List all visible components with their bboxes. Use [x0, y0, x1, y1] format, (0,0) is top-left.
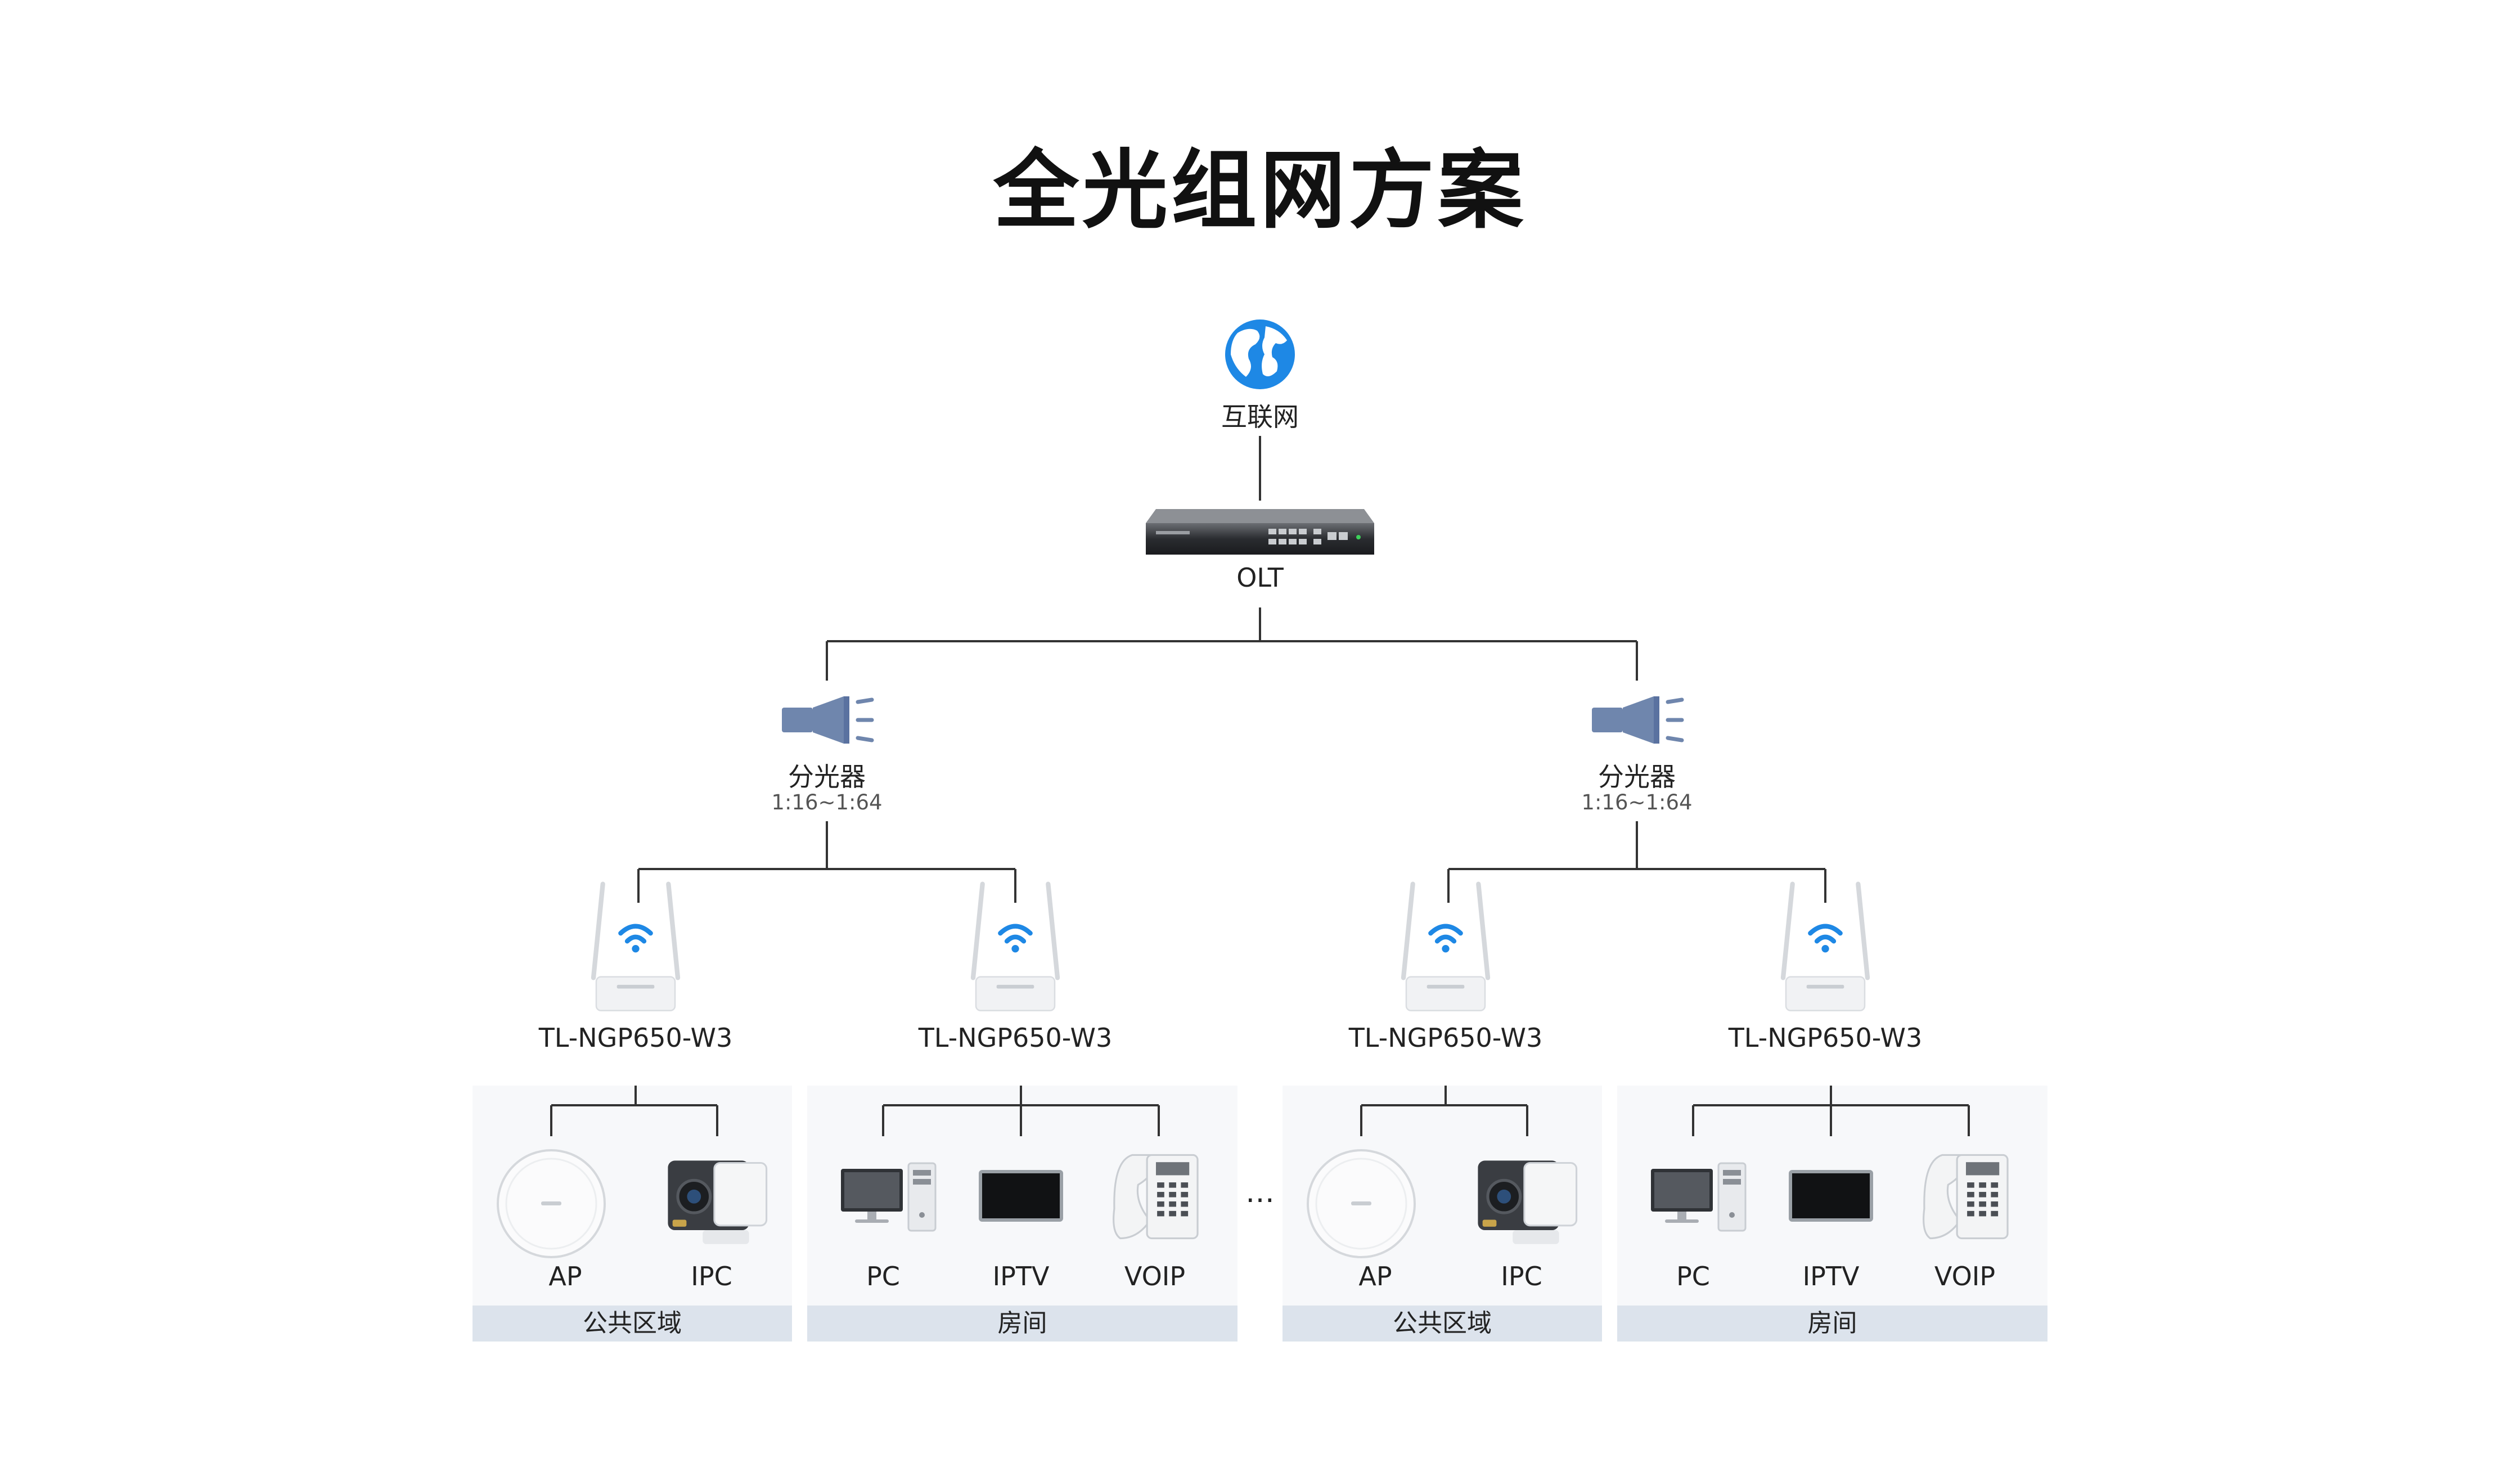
diagram-title: 全光组网方案 [993, 141, 1527, 240]
zone-public-area: AP IPC 公共区域 [1282, 1086, 1602, 1342]
more-ellipsis: … [1245, 1176, 1275, 1209]
zone-wires [550, 1086, 718, 1136]
voip-phone-icon [1108, 1150, 1204, 1243]
device-label: AP [1358, 1261, 1392, 1291]
olt-switch-icon [1145, 506, 1375, 557]
zone-name: 房间 [1617, 1306, 2048, 1342]
pc-icon [838, 1156, 939, 1240]
zone-wires [1692, 1086, 1970, 1136]
zone-wires [1360, 1086, 1528, 1136]
device-label: IPTV [1802, 1261, 1860, 1291]
pc-icon [1648, 1156, 1749, 1240]
splitter-label: 分光器 [788, 762, 866, 792]
onu-label: TL-NGP650-W3 [1728, 1023, 1923, 1053]
device-label: VOIP [1124, 1261, 1186, 1291]
device-label: PC [866, 1261, 900, 1291]
ip-camera-icon [658, 1153, 776, 1249]
zone-wires [882, 1086, 1160, 1136]
splitter-ratio: 1:16~1:64 [771, 790, 883, 814]
onu-label: TL-NGP650-W3 [538, 1023, 733, 1053]
device-label: IPC [1501, 1261, 1542, 1291]
onu-router-icon [959, 875, 1072, 1015]
internet-label: 互联网 [1221, 402, 1299, 432]
splitter-label: 分光器 [1598, 762, 1676, 792]
zone-name: 房间 [807, 1306, 1238, 1342]
zone-room: PC IPTV VOIP 房间 [807, 1086, 1238, 1342]
zone-name: 公共区域 [472, 1306, 792, 1342]
zone-room: PC IPTV VOIP 房间 [1617, 1086, 2048, 1342]
onu-router-icon [1769, 875, 1882, 1015]
zone-name: 公共区域 [1282, 1306, 1602, 1342]
onu-label: TL-NGP650-W3 [918, 1023, 1113, 1053]
onu-router-icon [579, 875, 692, 1015]
onu-router-icon [1389, 875, 1502, 1015]
optical-splitter-icon [779, 692, 875, 748]
device-label: PC [1676, 1261, 1710, 1291]
tv-icon [976, 1164, 1066, 1226]
onu-label: TL-NGP650-W3 [1348, 1023, 1543, 1053]
globe-icon [1223, 318, 1297, 391]
device-label: VOIP [1934, 1261, 1996, 1291]
voip-phone-icon [1918, 1150, 2014, 1243]
ceiling-ap-icon [1305, 1147, 1418, 1260]
tv-icon [1786, 1164, 1876, 1226]
device-label: AP [548, 1261, 582, 1291]
device-label: IPTV [992, 1261, 1050, 1291]
zone-public-area: AP IPC 公共区域 [472, 1086, 792, 1342]
ceiling-ap-icon [495, 1147, 608, 1260]
optical-splitter-icon [1589, 692, 1685, 748]
ip-camera-icon [1468, 1153, 1586, 1249]
splitter-ratio: 1:16~1:64 [1581, 790, 1693, 814]
olt-label: OLT [1236, 562, 1284, 593]
device-label: IPC [691, 1261, 732, 1291]
